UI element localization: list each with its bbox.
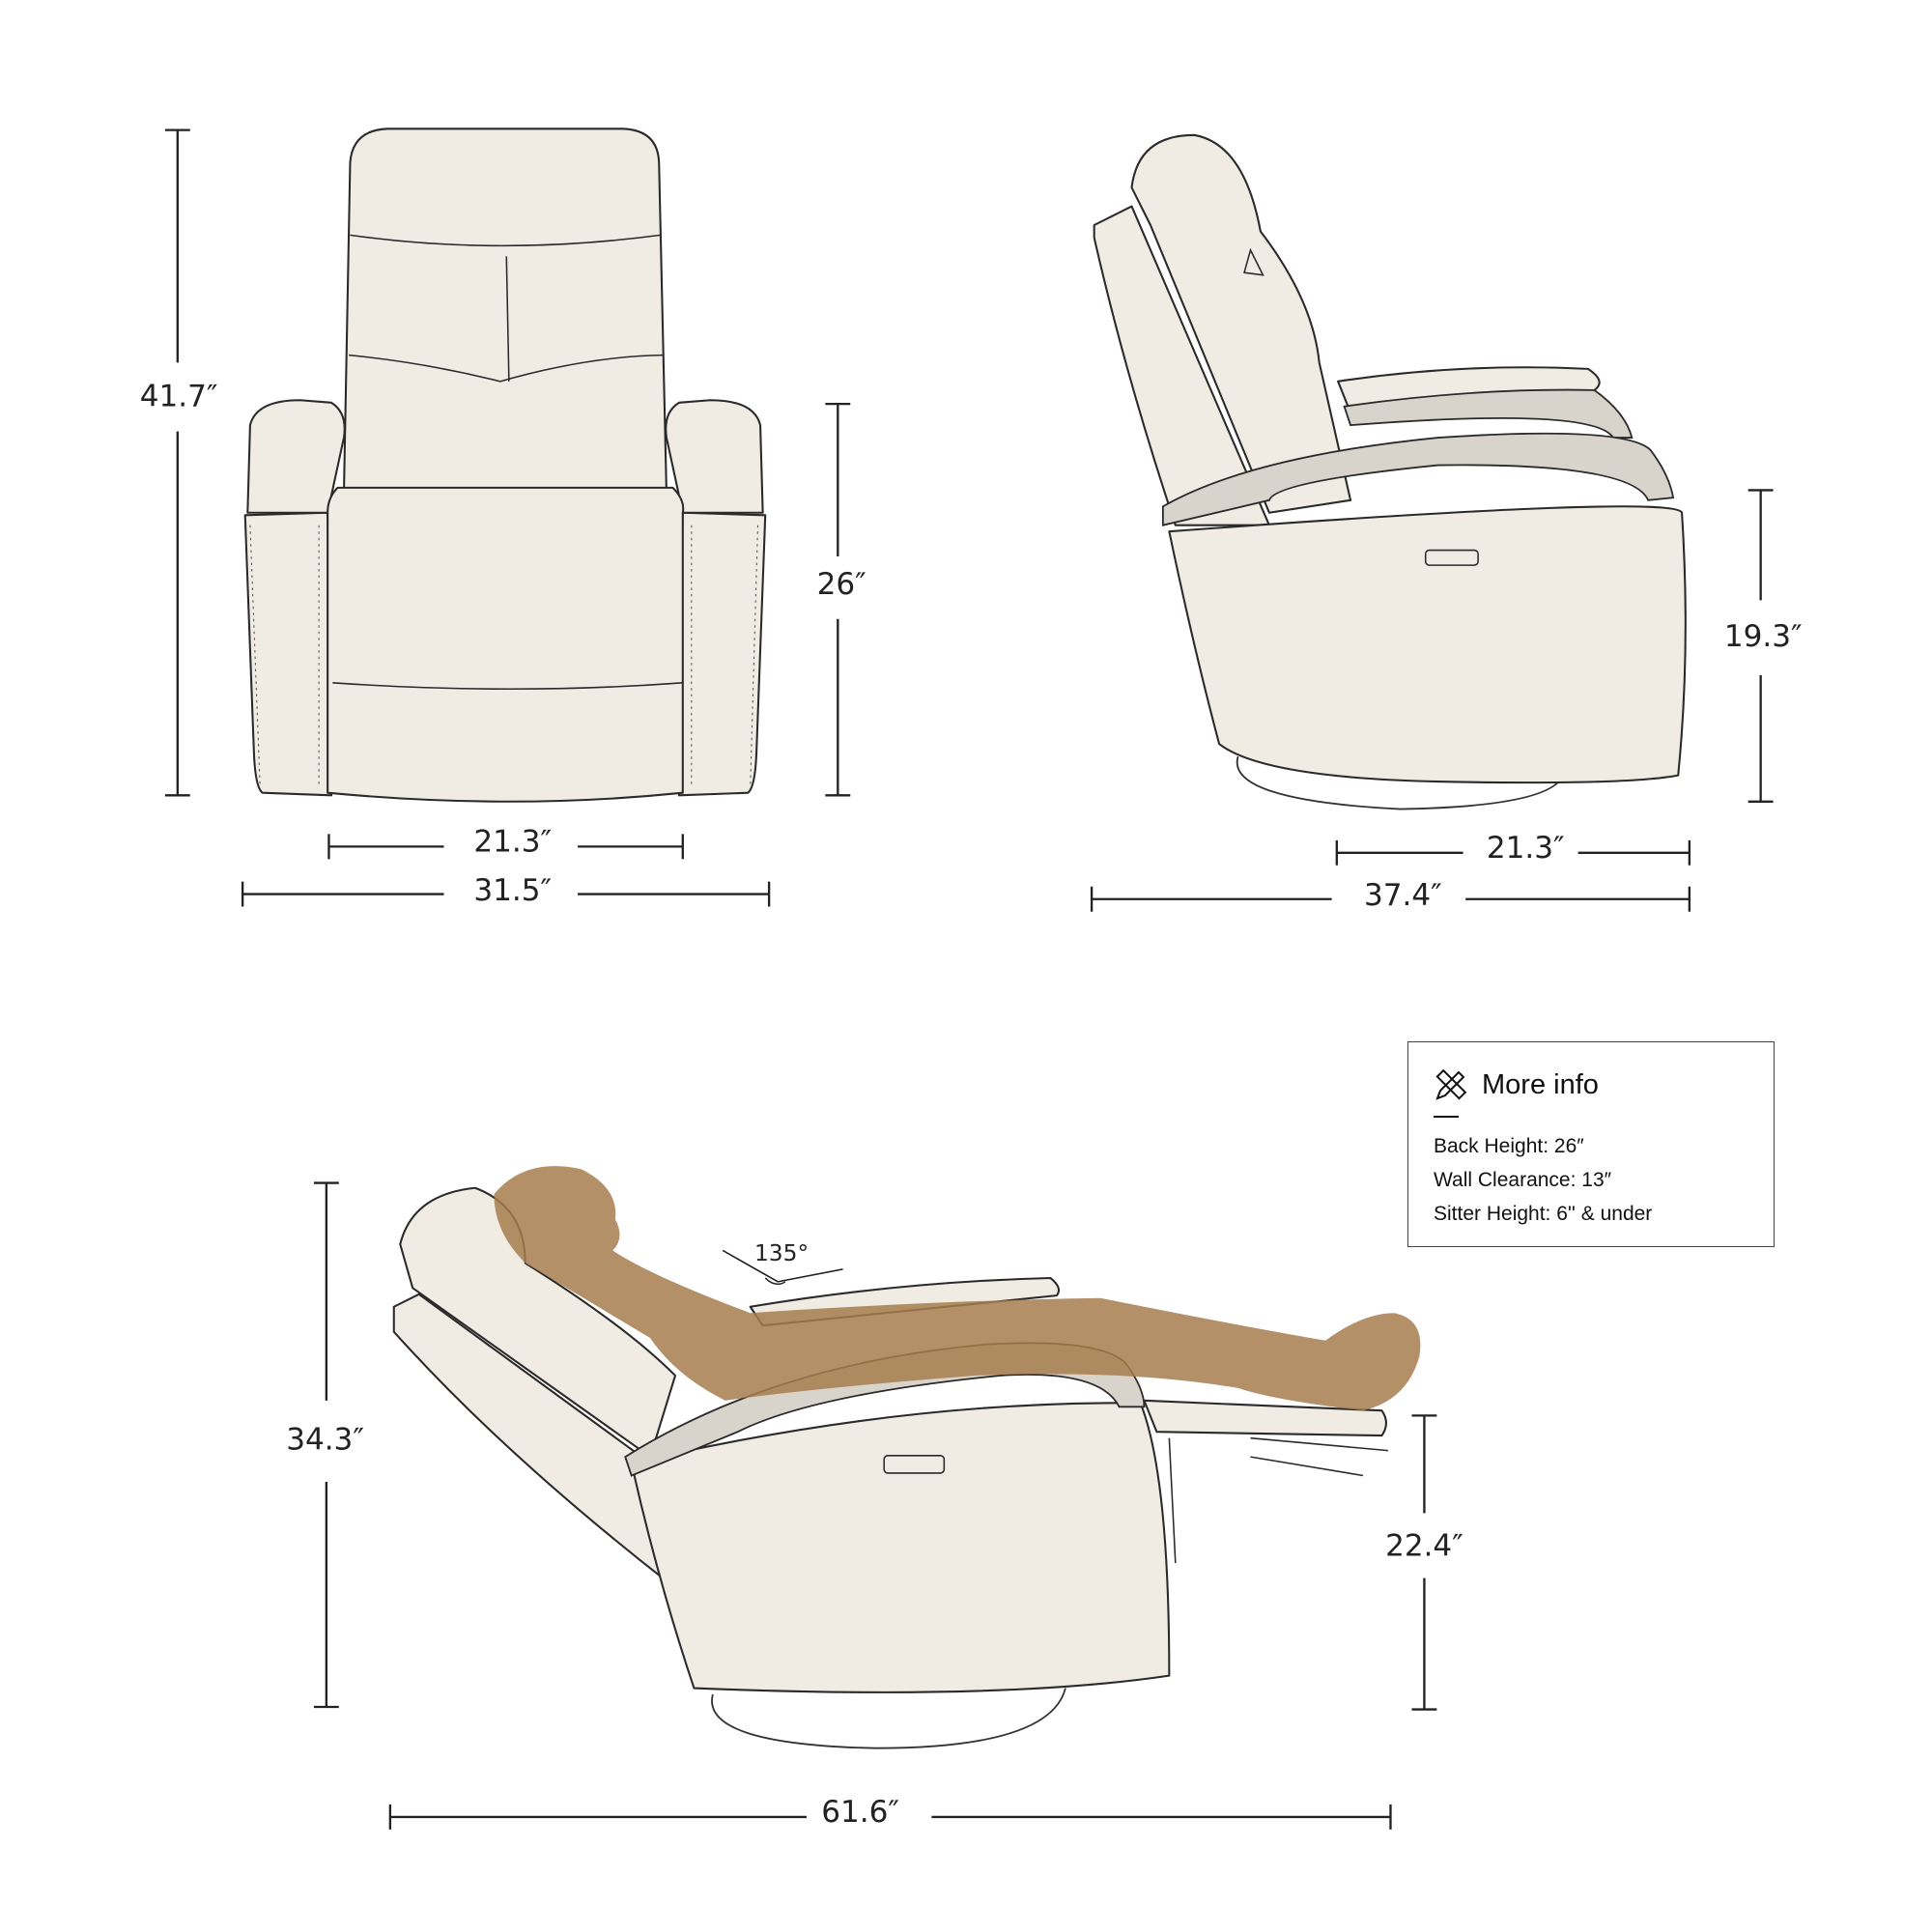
more-info-box: More info Back Height: 26″ Wall Clearanc… bbox=[1407, 1041, 1775, 1247]
dim-overall-height: 41.7″ bbox=[140, 128, 218, 797]
dim-seat-width: 21.3″ bbox=[327, 824, 684, 859]
dim-seat-depth: 21.3″ bbox=[1335, 831, 1691, 866]
front-view-chair bbox=[243, 128, 767, 803]
dim-overall-depth: 37.4″ bbox=[1090, 878, 1691, 913]
svg-text:34.3″: 34.3″ bbox=[286, 1422, 364, 1457]
reclined-view-chair bbox=[392, 1166, 1421, 1749]
svg-text:135°: 135° bbox=[754, 1240, 809, 1266]
dim-overall-width: 31.5″ bbox=[241, 873, 771, 908]
svg-text:37.4″: 37.4″ bbox=[1364, 878, 1442, 913]
dim-footrest-height: 22.4″ bbox=[1385, 1414, 1463, 1711]
ruler-pencil-icon bbox=[1435, 1068, 1467, 1100]
svg-text:61.6″: 61.6″ bbox=[821, 1795, 899, 1830]
person-silhouette bbox=[494, 1166, 1421, 1411]
dim-back-height: 26″ bbox=[817, 402, 867, 797]
svg-text:26″: 26″ bbox=[817, 567, 867, 602]
info-sitter-height: Sitter Height: 6'' & under bbox=[1434, 1203, 1653, 1225]
info-wall-clearance: Wall Clearance: 13″ bbox=[1434, 1169, 1612, 1191]
divider bbox=[1434, 1116, 1459, 1118]
side-view-chair bbox=[1093, 133, 1687, 810]
svg-text:21.3″: 21.3″ bbox=[473, 824, 552, 859]
dim-seat-height: 19.3″ bbox=[1724, 489, 1803, 803]
dim-reclined-length: 61.6″ bbox=[388, 1795, 1392, 1830]
svg-text:19.3″: 19.3″ bbox=[1724, 619, 1803, 654]
svg-text:21.3″: 21.3″ bbox=[1487, 831, 1565, 866]
svg-text:22.4″: 22.4″ bbox=[1385, 1528, 1463, 1563]
svg-text:31.5″: 31.5″ bbox=[473, 873, 552, 908]
dim-recline-angle: 135° bbox=[722, 1240, 843, 1283]
info-back-height: Back Height: 26″ bbox=[1434, 1135, 1584, 1157]
dim-reclined-height: 34.3″ bbox=[286, 1181, 364, 1709]
info-title: More info bbox=[1482, 1069, 1599, 1100]
svg-text:41.7″: 41.7″ bbox=[140, 380, 218, 414]
